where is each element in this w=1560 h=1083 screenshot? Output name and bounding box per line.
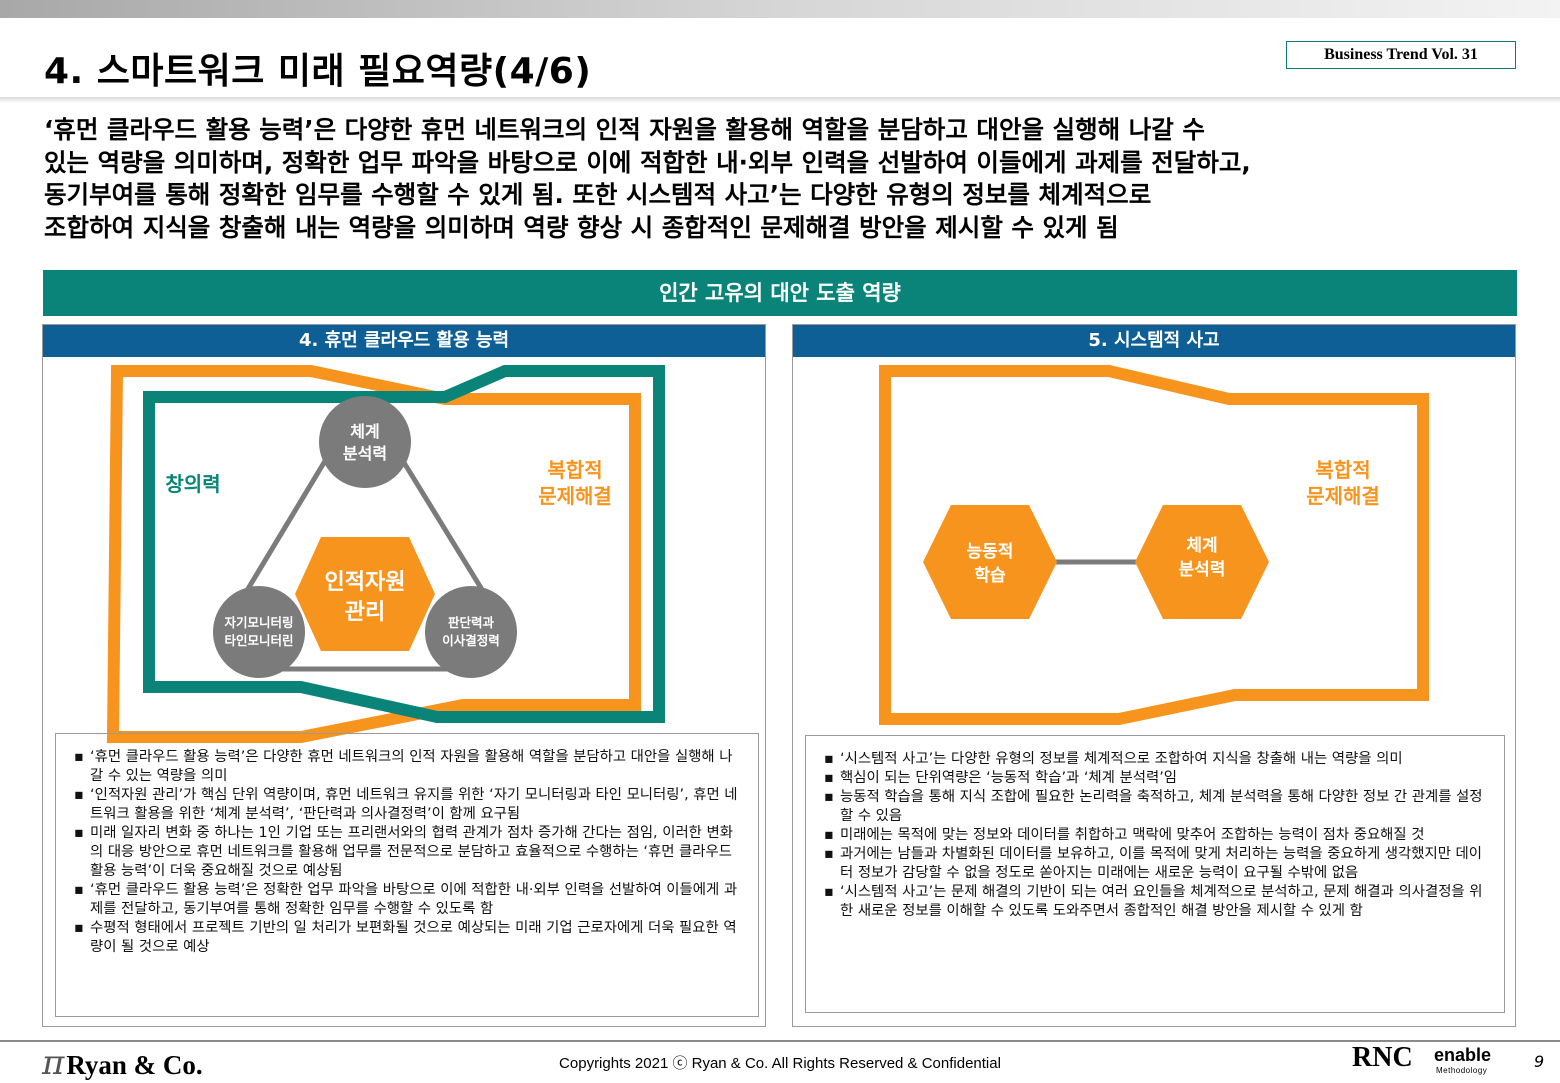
enable-logo: enable (1434, 1045, 1492, 1065)
section-banner: 인간 고유의 대안 도출 역량 (43, 270, 1517, 316)
page-title: 4. 스마트워크 미래 필요역량(4/6) (44, 51, 592, 92)
panel-systems-thinking: 5. 시스템적 사고 능동적 학습 체계 분석력 복합적 문제해결 ‘시스템적 … (792, 324, 1516, 1027)
note-item: 미래에는 목적에 맞는 정보와 데이터를 취합하고 맥락에 맞추어 조합하는 능… (824, 826, 1486, 845)
hex-left-line2: 학습 (974, 566, 1006, 586)
panel-heading: 4. 휴먼 클라우드 활용 능력 (43, 325, 765, 357)
top-gradient-bar (0, 0, 1560, 18)
creativity-boundary (143, 365, 665, 723)
node-left-line2: 타인모니터린 (224, 633, 293, 648)
complex-problem-boundary (879, 365, 1429, 725)
note-item: ‘휴먼 클라우드 활용 능력’은 다양한 휴먼 네트워크의 인적 자원을 활용해… (74, 748, 740, 786)
systems-thinking-diagram: 능동적 학습 체계 분석력 복합적 문제해결 (879, 365, 1429, 725)
note-item: 과거에는 남들과 차별화된 데이터를 보유하고, 이를 목적에 맞게 처리하는 … (824, 845, 1486, 883)
label-complex-line2: 문제해결 (1306, 484, 1380, 508)
summary-line: 있는 역량을 의미하며, 정확한 업무 파악을 바탕으로 이에 적합한 내·외부… (44, 147, 1251, 177)
hex-right-line2: 분석력 (1179, 560, 1226, 580)
hex-hr-management (295, 537, 435, 651)
logo-text: Ryan & Co. (66, 1050, 203, 1080)
label-complex-line1: 복합적 (547, 458, 602, 482)
node-right-line2: 이사결정력 (442, 633, 500, 648)
summary-line: ‘휴먼 클라우드 활용 능력’은 다양한 휴먼 네트워크의 인적 자원을 활용해… (44, 115, 1205, 144)
copyright-text: Copyrights 2021 ⓒ Ryan & Co. All Rights … (559, 1055, 1001, 1072)
hex-center-line2: 관리 (345, 600, 385, 625)
header-divider (0, 97, 1560, 103)
node-self-monitoring (213, 586, 305, 678)
node-top-line1: 체계 (350, 422, 379, 441)
pi-logo-icon: π (42, 1043, 65, 1083)
label-complex-line2: 문제해결 (538, 484, 612, 508)
footer-divider (0, 1040, 1560, 1042)
note-item: 능동적 학습을 통해 지식 조합에 필요한 논리력을 축적하고, 체계 분석력을… (824, 788, 1486, 826)
note-item: ‘시스템적 사고’는 문제 해결의 기반이 되는 여러 요인들을 체계적으로 분… (824, 883, 1486, 921)
summary-line: 조합하여 지식을 창출해 내는 역량을 의미하며 역량 향상 시 종합적인 문제… (44, 212, 1119, 242)
issue-badge: Business Trend Vol. 31 (1286, 41, 1516, 69)
hex-center-line1: 인적자원 (325, 570, 406, 595)
human-cloud-diagram: 체계 분석력 자기모니터링 타인모니터린 판단력과 이사결정력 인적자원 관리 … (106, 365, 665, 743)
note-item: ‘인적자원 관리’가 핵심 단위 역량이며, 휴먼 네트워크 유지를 위한 ‘자… (74, 786, 740, 824)
label-creativity: 창의력 (165, 472, 220, 496)
panel-heading: 5. 시스템적 사고 (793, 325, 1515, 357)
notes-human-cloud: ‘휴먼 클라우드 활용 능력’은 다양한 휴먼 네트워크의 인적 자원을 활용해… (55, 733, 759, 1017)
complex-problem-boundary (106, 365, 641, 743)
rnc-logo: RNC (1352, 1042, 1413, 1073)
notes-systems-thinking: ‘시스템적 사고’는 다양한 유형의 정보를 체계적으로 조합하여 지식을 창출… (805, 735, 1505, 1013)
panel-human-cloud: 4. 휴먼 클라우드 활용 능력 체계 분석력 자기모니터링 타인모니터린 판단… (42, 324, 766, 1027)
hex-left-line1: 능동적 (967, 542, 1014, 562)
note-item: 미래 일자리 변화 중 하나는 1인 기업 또는 프리랜서와의 협력 관계가 점… (74, 824, 740, 881)
node-left-line1: 자기모니터링 (224, 615, 293, 630)
node-right-line1: 판단력과 (448, 615, 495, 630)
hex-system-analysis (1135, 505, 1269, 619)
note-item: 수평적 형태에서 프로젝트 기반의 일 처리가 보편화될 것으로 예상되는 미래… (74, 919, 740, 957)
summary-line: 동기부여를 통해 정확한 임무를 수행할 수 있게 됨. 또한 시스템적 사고’… (44, 180, 1152, 209)
node-judgment (425, 586, 517, 678)
ryan-logo: πRyan & Co. (42, 1043, 203, 1083)
node-top-line2: 분석력 (343, 444, 387, 463)
hex-right-line1: 체계 (1186, 536, 1217, 556)
label-complex-line1: 복합적 (1315, 458, 1370, 482)
summary-text: ‘휴먼 클라우드 활용 능력’은 다양한 휴먼 네트워크의 인적 자원을 활용해… (44, 114, 1534, 244)
hex-active-learning (923, 505, 1057, 619)
note-item: 핵심이 되는 단위역량은 ‘능동적 학습’과 ‘체계 분석력’임 (824, 769, 1486, 788)
note-item: ‘휴먼 클라우드 활용 능력’은 정확한 업무 파악을 바탕으로 이에 적합한 … (74, 881, 740, 919)
node-system-analysis (319, 396, 411, 488)
methodology-label: Methodology (1436, 1066, 1488, 1075)
page-number: 9 (1534, 1052, 1545, 1071)
note-item: ‘시스템적 사고’는 다양한 유형의 정보를 체계적으로 조합하여 지식을 창출… (824, 750, 1486, 769)
